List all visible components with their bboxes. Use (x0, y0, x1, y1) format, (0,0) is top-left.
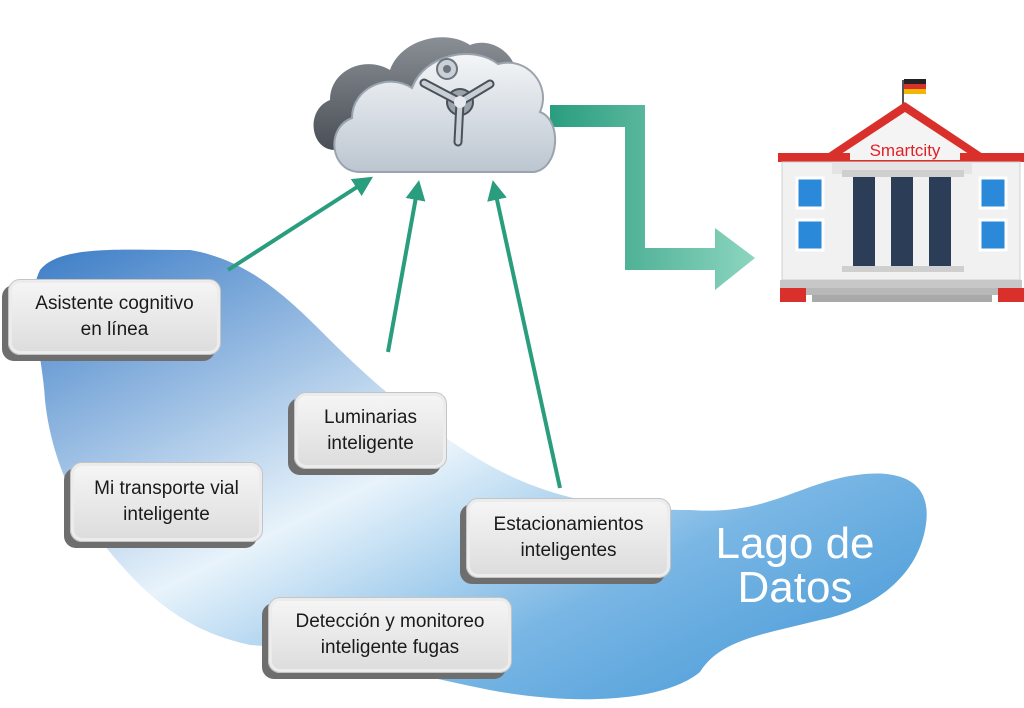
arrow-luminarias-to-cloud (386, 180, 426, 353)
node-estacionamientos: Estacionamientos inteligentes (466, 498, 671, 578)
node-asistente: Asistente cognitivo en línea (8, 279, 221, 355)
arrow-asistente-to-cloud (226, 176, 374, 272)
node-luminarias: Luminarias inteligente (294, 392, 447, 469)
bank-building-icon (778, 79, 1024, 302)
data-lake-label: Lago de Datos (715, 519, 875, 612)
arrow-estacionamientos-to-cloud (487, 180, 562, 489)
cloud-vault-icon (313, 37, 556, 173)
building-label: Smartcity (869, 141, 941, 160)
node-transporte: Mi transporte vial inteligente (70, 462, 263, 542)
flag-icon (904, 79, 926, 94)
node-deteccion: Detección y monitoreo inteligente fugas (268, 597, 512, 673)
data-lake-shape (33, 249, 927, 700)
arrow-cloud-to-building (550, 105, 755, 290)
